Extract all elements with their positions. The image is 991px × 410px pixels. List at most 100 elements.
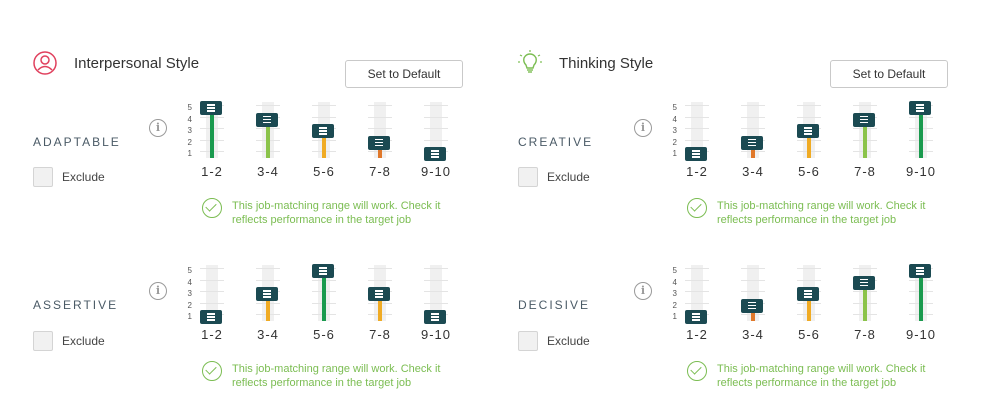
slider-tick <box>200 302 224 304</box>
slider-tick <box>685 105 709 106</box>
exclude-checkbox[interactable] <box>518 167 538 187</box>
range-slider-3-4[interactable]: 3-4 <box>256 102 280 179</box>
range-slider-5-6[interactable]: 5-6 <box>312 102 336 179</box>
scale-label: 1 <box>672 312 677 321</box>
range-label: 9-10 <box>905 164 937 179</box>
exclude-label: Exclude <box>62 334 105 348</box>
slider-fill <box>751 142 755 158</box>
validation-message: This job-matching range will work. Check… <box>232 200 441 226</box>
exclude-label: Exclude <box>547 334 590 348</box>
slider-handle[interactable] <box>368 287 390 301</box>
slider-tick <box>424 291 448 292</box>
trait-name: CREATIVE <box>518 135 594 149</box>
trait-name: ADAPTABLE <box>33 135 121 149</box>
slider-handle[interactable] <box>424 147 446 161</box>
range-slider-5-6[interactable]: 5-6 <box>312 264 336 342</box>
range-slider-9-10[interactable]: 9-10 <box>421 265 450 342</box>
range-slider-1-2[interactable]: 1-2 <box>200 101 224 179</box>
slider-tick <box>741 291 765 292</box>
range-slider-9-10[interactable]: 9-10 <box>906 101 935 179</box>
slider-handle[interactable] <box>424 310 446 324</box>
scale-label: 1 <box>187 312 192 321</box>
slider-tick <box>685 291 709 292</box>
slider-tick <box>424 116 448 118</box>
range-label: 9-10 <box>905 327 937 342</box>
thinking-style-panel: Thinking Style Set to Default i CREATIVE… <box>517 0 991 410</box>
panel-title: Interpersonal Style <box>74 55 200 72</box>
range-slider-7-8[interactable]: 7-8 <box>368 102 392 179</box>
range-slider-9-10[interactable]: 9-10 <box>421 102 450 179</box>
slider-tick <box>424 105 448 106</box>
exclude-label: Exclude <box>547 170 590 184</box>
slider-handle[interactable] <box>200 101 222 115</box>
lightbulb-icon <box>518 50 542 73</box>
range-slider-3-4[interactable]: 3-4 <box>741 265 765 342</box>
trait-name: DECISIVE <box>518 298 591 312</box>
scale-label: 3 <box>187 126 192 135</box>
slider-handle[interactable] <box>909 264 931 278</box>
exclude-checkbox[interactable] <box>33 167 53 187</box>
slider-handle[interactable] <box>256 287 278 301</box>
set-to-default-button[interactable]: Set to Default <box>345 60 463 88</box>
slider-handle[interactable] <box>368 135 390 150</box>
exclude-checkbox[interactable] <box>518 331 538 351</box>
info-icon[interactable]: i <box>149 282 167 300</box>
range-label: 9-10 <box>420 164 452 179</box>
slider-handle[interactable] <box>256 112 278 127</box>
slider-handle[interactable] <box>312 124 334 138</box>
info-icon[interactable]: i <box>149 119 167 137</box>
slider-tick <box>368 268 392 269</box>
slider-handle[interactable] <box>853 275 875 290</box>
slider-tick <box>424 302 448 304</box>
slider-fill <box>266 119 270 158</box>
range-slider-5-6[interactable]: 5-6 <box>797 102 821 179</box>
slider-handle[interactable] <box>741 135 763 150</box>
set-to-default-button[interactable]: Set to Default <box>830 60 948 88</box>
range-label: 7-8 <box>369 327 391 342</box>
range-label: 7-8 <box>854 164 876 179</box>
slider-handle[interactable] <box>741 298 763 313</box>
slider-tick <box>685 139 709 141</box>
slider-handle[interactable] <box>797 124 819 138</box>
range-slider-5-6[interactable]: 5-6 <box>797 265 821 342</box>
range-label: 5-6 <box>313 164 335 179</box>
scale-label: 2 <box>672 137 677 147</box>
range-label: 1-2 <box>201 327 223 342</box>
validation-message: This job-matching range will work. Check… <box>232 363 441 389</box>
slider-handle[interactable] <box>797 287 819 301</box>
range-label: 5-6 <box>798 164 820 179</box>
info-icon[interactable]: i <box>634 119 652 137</box>
exclude-checkbox[interactable] <box>33 331 53 351</box>
validation-message: This job-matching range will work. Check… <box>717 363 926 389</box>
info-icon[interactable]: i <box>634 282 652 300</box>
scale-label: 5 <box>187 103 192 112</box>
slider-tick <box>200 279 224 281</box>
slider-handle[interactable] <box>312 264 334 278</box>
slider-handle[interactable] <box>909 101 931 115</box>
slider-handle[interactable] <box>200 310 222 324</box>
slider-tick <box>368 128 392 129</box>
slider-tick <box>853 105 877 106</box>
slider-handle[interactable] <box>685 310 707 324</box>
range-slider-7-8[interactable]: 7-8 <box>368 265 392 342</box>
range-slider-7-8[interactable]: 7-8 <box>853 102 877 179</box>
range-slider-1-2[interactable]: 1-2 <box>685 265 709 342</box>
slider-tick <box>685 268 709 269</box>
scale-label: 3 <box>672 126 677 135</box>
range-slider-1-2[interactable]: 1-2 <box>200 265 224 342</box>
slider-tick <box>685 302 709 304</box>
range-label: 3-4 <box>257 327 279 342</box>
range-slider-7-8[interactable]: 7-8 <box>853 265 877 342</box>
slider-handle[interactable] <box>853 112 875 127</box>
range-label: 5-6 <box>798 327 820 342</box>
check-circle-icon <box>202 361 222 381</box>
range-slider-1-2[interactable]: 1-2 <box>685 102 709 179</box>
range-label: 7-8 <box>854 327 876 342</box>
range-slider-3-4[interactable]: 3-4 <box>741 102 765 179</box>
range-slider-9-10[interactable]: 9-10 <box>906 264 935 342</box>
slider-handle[interactable] <box>685 147 707 161</box>
range-slider-3-4[interactable]: 3-4 <box>256 265 280 342</box>
scale-label: 4 <box>672 114 677 124</box>
